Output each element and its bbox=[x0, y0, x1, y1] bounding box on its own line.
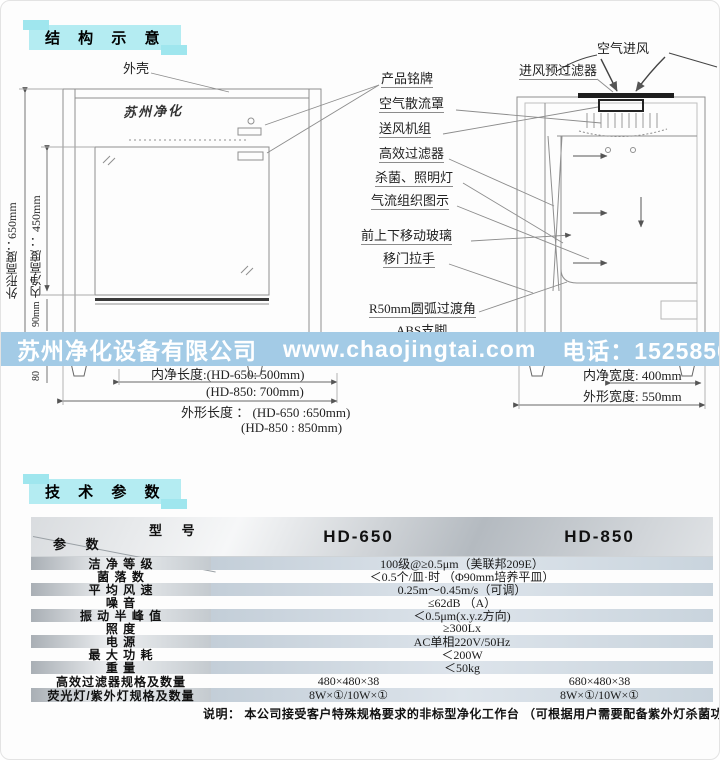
table-row: 电 源 AC单相220V/50Hz bbox=[31, 635, 713, 649]
row-value-hd850: 680×480×38 bbox=[568, 673, 631, 688]
table-row: 重 量 ＜50kg bbox=[31, 661, 713, 675]
lamp-label: 杀菌、照明灯 bbox=[375, 170, 454, 187]
structure-section-title: 结 构 示 意 bbox=[23, 20, 187, 55]
nameplate-label: 产品铭牌 bbox=[381, 71, 434, 88]
row-value-hd650: 480×480×38 bbox=[317, 673, 380, 688]
row-value: 0.25m～0.45m/s（可调） bbox=[397, 583, 527, 597]
row-value: AC单相220V/50Hz bbox=[413, 635, 511, 649]
row-label: 噪 音 bbox=[105, 596, 137, 610]
watermark-band: 苏州净化设备有限公司 www.chaojingtai.com 电话：152585… bbox=[1, 332, 719, 366]
row-value: ＜50kg bbox=[443, 661, 480, 675]
brand-logo: 苏州净化 bbox=[122, 102, 184, 121]
row-value: 100级@≥0.5μm（美联邦209E） bbox=[380, 557, 544, 571]
table-row: 荧光灯/紫外灯规格及数量 8W×①/10W×① 8W×①/10W×① bbox=[31, 687, 713, 703]
handle-label: 移门拉手 bbox=[383, 251, 436, 268]
row-label: 平 均 风 速 bbox=[31, 583, 211, 597]
column-hd650: HD-650 bbox=[323, 527, 394, 546]
params-section-title: 技 术 参 数 bbox=[23, 474, 187, 509]
table-row: 最 大 功 耗 ＜200W bbox=[31, 648, 713, 662]
table-row: 洁 净 等 级 100级@≥0.5μm（美联邦209E） bbox=[31, 557, 713, 571]
row-value-hd650: 8W×①/10W×① bbox=[308, 687, 389, 702]
row-value: ≥300Lx bbox=[443, 621, 481, 635]
row-value: ＜200W bbox=[441, 648, 483, 662]
inner-length-line1: 内净长度:(HD-650: 500mm) bbox=[151, 367, 305, 382]
diffuser-label: 空气散流罩 bbox=[379, 96, 445, 113]
air-inlet-arrows bbox=[556, 52, 718, 92]
structure-diagram bbox=[19, 52, 718, 409]
params-table-header: 型 号 参 数 HD-650 HD-850 bbox=[31, 517, 713, 573]
table-row: 高效过滤器规格及数量 480×480×38 680×480×38 bbox=[31, 673, 713, 689]
table-row: 菌 落 数 ＜0.5个/皿·时 （Φ90mm培养平皿） bbox=[31, 570, 713, 584]
params-title-text: 技 术 参 数 bbox=[45, 484, 167, 501]
glass-label: 前上下移动玻璃 bbox=[361, 228, 453, 245]
row-label: 菌 落 数 bbox=[97, 570, 145, 584]
side-view bbox=[516, 93, 706, 377]
table-row: 平 均 风 速 0.25m～0.45m/s（可调） bbox=[31, 583, 713, 597]
fan-unit-label: 送风机组 bbox=[379, 121, 432, 138]
outer-height-dim: 外形高度：650mm bbox=[5, 202, 19, 300]
arc-corner-label: R50mm圆弧过渡角 bbox=[369, 301, 476, 318]
outer-width-dim: 外形宽度: 550mm bbox=[583, 389, 682, 404]
row-label: 重 量 bbox=[31, 661, 211, 675]
row-label: 电 源 bbox=[31, 635, 211, 649]
row-label: 最 大 功 耗 bbox=[88, 648, 154, 662]
watermark-url: www.chaojingtai.com bbox=[283, 335, 537, 362]
airflow-label: 气流组织图示 bbox=[371, 193, 450, 210]
params-table: 型 号 参 数 HD-650 HD-850 洁 净 等 级 100级@≥0.5μ… bbox=[31, 517, 713, 703]
table-row: 噪 音 ≤62dB （A） bbox=[31, 596, 713, 610]
row-label: 荧光灯/紫外灯规格及数量 bbox=[31, 688, 211, 703]
structure-title-text: 结 构 示 意 bbox=[45, 30, 167, 47]
dim-90mm: 90mm bbox=[31, 301, 42, 327]
hepa-label: 高效过滤器 bbox=[379, 146, 445, 163]
header-parameter-label: 参 数 bbox=[53, 537, 107, 552]
header-model-label: 型 号 bbox=[149, 523, 203, 538]
row-value: ＜0.5μm(x.y.z方向) bbox=[413, 609, 511, 623]
table-row: 照 度 ≥300Lx bbox=[31, 621, 713, 636]
leader-lines bbox=[150, 72, 614, 313]
row-value: ＜0.5个/皿·时 （Φ90mm培养平皿） bbox=[369, 570, 555, 584]
dim-80: 80 bbox=[31, 371, 42, 381]
row-value-hd850: 8W×①/10W×① bbox=[559, 687, 640, 702]
table-note: 说明： 本公司接受客户特殊规格要求的非标型净化工作台 （可根据用户需要配备紫外灯… bbox=[203, 707, 720, 721]
table-row: 振 动 半 峰 值 ＜0.5μm(x.y.z方向) bbox=[31, 609, 713, 623]
row-label: 照 度 bbox=[105, 622, 137, 636]
air-inlet-label: 空气进风 bbox=[597, 41, 650, 56]
dimension-lines bbox=[19, 87, 706, 409]
row-label: 振 动 半 峰 值 bbox=[31, 609, 211, 623]
watermark-phone: 电话：15258505380 bbox=[562, 338, 719, 364]
row-label: 洁 净 等 级 bbox=[31, 557, 211, 571]
shell-label: 外壳 bbox=[123, 61, 150, 76]
outer-length-line1: 外形长度 ： (HD-650 :650mm) bbox=[181, 405, 351, 420]
row-label: 高效过滤器规格及数量 bbox=[55, 674, 186, 689]
front-view bbox=[62, 88, 322, 377]
inner-length-line2: (HD-850: 700mm) bbox=[206, 384, 304, 399]
inner-width-dim: 内净宽度: 400mm bbox=[583, 368, 682, 383]
watermark-company: 苏州净化设备有限公司 bbox=[17, 338, 257, 364]
row-value: ≤62dB （A） bbox=[427, 596, 497, 610]
column-hd850: HD-850 bbox=[564, 527, 635, 546]
outer-length-line2: (HD-850 : 850mm) bbox=[241, 420, 343, 435]
prefilter-label: 进风预过滤器 bbox=[519, 63, 598, 80]
